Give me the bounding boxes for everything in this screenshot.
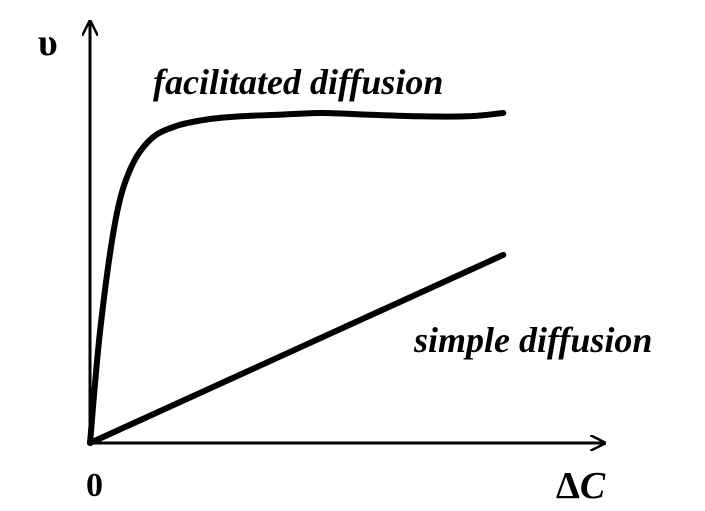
x-axis-label-variable: C <box>580 465 606 507</box>
series-label-simple-diffusion: simple diffusion <box>413 320 652 360</box>
series-line-facilitated-diffusion <box>87 110 507 446</box>
x-axis-label-prefix: Δ <box>556 465 580 507</box>
origin-label: 0 <box>86 467 103 504</box>
series-layer <box>87 110 507 446</box>
series-label-facilitated-diffusion: facilitated diffusion <box>153 62 443 102</box>
x-axis-label: ΔC <box>556 465 606 507</box>
y-axis-label: υ <box>38 22 58 64</box>
series-line-simple-diffusion <box>87 251 507 446</box>
